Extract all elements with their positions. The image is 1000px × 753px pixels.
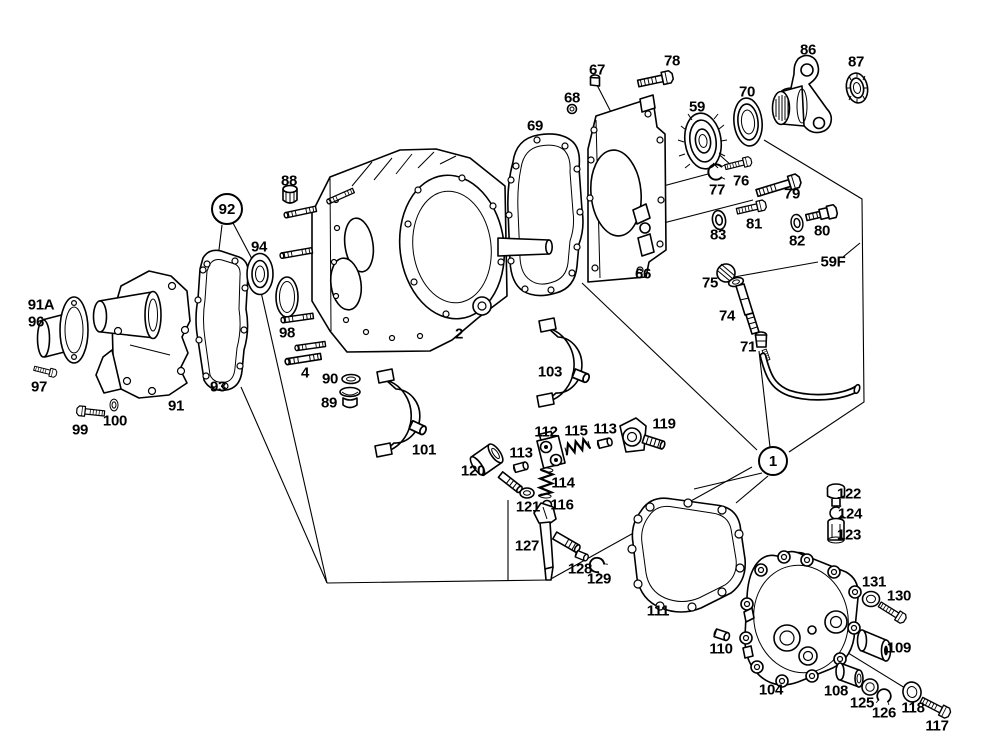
part-79-bolt [755,173,802,198]
part-104-side-cover [739,550,862,688]
part-99-bolt [75,405,106,419]
part-94-seal [246,252,274,296]
part-103-shift-fork [536,317,592,408]
part-111-gasket [627,497,747,613]
part-100-washer [109,398,119,412]
part-67-pin [589,74,601,87]
part-113b-pin [511,460,530,474]
part-113a-pin [595,436,614,450]
part-91-front-cover [92,270,191,399]
part-117-bolt [918,694,953,720]
part-89-plug [339,386,361,409]
part-114-spring [536,467,556,499]
part-110-pin [712,627,732,642]
part-71-clamp [754,331,768,348]
main-shaft [497,237,553,257]
part-68-oring [566,103,578,115]
part-82-washer [789,212,805,234]
part-118-seal [902,681,922,703]
part-59-bearing [677,112,728,170]
part-86-output-flange [771,54,833,134]
part-83-washer [710,208,728,232]
part-81-bolt [735,198,768,217]
part-131-washer [861,590,881,608]
part-123-bushing [827,517,845,544]
part-130-bolt [876,599,909,626]
oil-tube [759,348,861,401]
part-66-intermediate-plate [586,94,667,283]
part-128-pin [573,549,590,563]
part-4-stud [283,352,323,366]
part-96-pilot-sleeve [36,296,89,364]
part-101-shift-fork [374,368,429,458]
part-127-shift-shaft [533,502,581,581]
part-78-bolt [636,69,675,91]
part-88-plug [282,184,298,204]
part-125-washer [861,678,879,696]
part-69-gasket [505,133,584,297]
part-70-seal [733,97,763,147]
part-108-bushing [835,662,864,688]
part-126-clip [875,687,893,706]
part-129-clip [585,553,610,577]
part-119-selector-head [619,417,666,453]
part-122-valve [826,483,846,507]
part-98-oring [275,276,299,318]
part-121-cup [519,487,535,499]
part-93-gasket [194,249,249,392]
part-87-seal [845,72,869,104]
part-115-spring [564,436,592,456]
part-74-shift-rod [735,283,760,335]
part-2-gear-housing [278,148,508,353]
part-120-selector-lever [469,443,523,494]
part-109-bushing [856,629,892,662]
part-112-detent-block [536,430,566,470]
part-97-bolt [32,363,58,379]
part-75-speedo-gear [716,263,745,288]
part-90-washer [341,373,361,385]
part-76-bolt [723,155,753,173]
part-80-bolt [804,203,839,222]
